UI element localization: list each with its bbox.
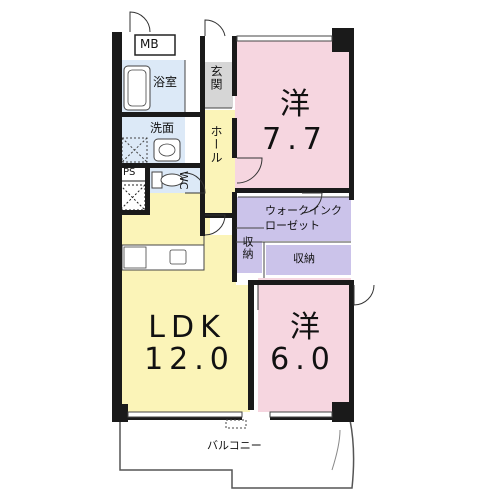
walk-in-closet-label: ウォークインクローゼット <box>265 204 342 232</box>
hall-label: ホール <box>209 125 223 164</box>
room-western-b-name: 洋 <box>290 310 320 345</box>
balcony-curve <box>331 429 341 471</box>
window-top <box>236 35 333 42</box>
room-western-a-name: 洋 <box>280 87 310 122</box>
window-bottom-right <box>269 411 333 418</box>
kitchen-counter <box>121 244 205 271</box>
room-ldk-size: 12.0 <box>144 342 235 377</box>
balcony-outline <box>119 419 355 489</box>
storage-b-label: 収納 <box>293 252 315 265</box>
entrance-floor <box>205 62 233 108</box>
window-bottom <box>127 411 243 418</box>
ps-label: PS <box>123 167 136 178</box>
storage-a-floor <box>236 228 262 273</box>
storage-a-label: 収納 <box>241 236 254 260</box>
room-ldk-name: LDK <box>148 310 226 345</box>
balcony-label: バルコニー <box>207 439 262 452</box>
washroom-label: 洗面 <box>150 121 175 135</box>
doors <box>129 11 375 310</box>
room-western-a-floor <box>235 40 351 193</box>
bathtub <box>123 65 151 111</box>
room-western-a-size: 7.7 <box>262 122 328 157</box>
mb-box <box>134 34 176 56</box>
hall-lower-floor <box>147 193 235 215</box>
wc-label: WC <box>177 171 190 190</box>
balcony-vent <box>225 419 247 429</box>
entrance-label: 玄関 <box>209 65 223 91</box>
room-western-b-floor <box>258 278 351 412</box>
bath-label: 浴室 <box>153 75 178 89</box>
storage-b-floor <box>266 245 351 275</box>
room-western-b-size: 6.0 <box>270 342 336 377</box>
mb-label: MB <box>140 37 159 51</box>
thin-lines <box>184 60 351 278</box>
